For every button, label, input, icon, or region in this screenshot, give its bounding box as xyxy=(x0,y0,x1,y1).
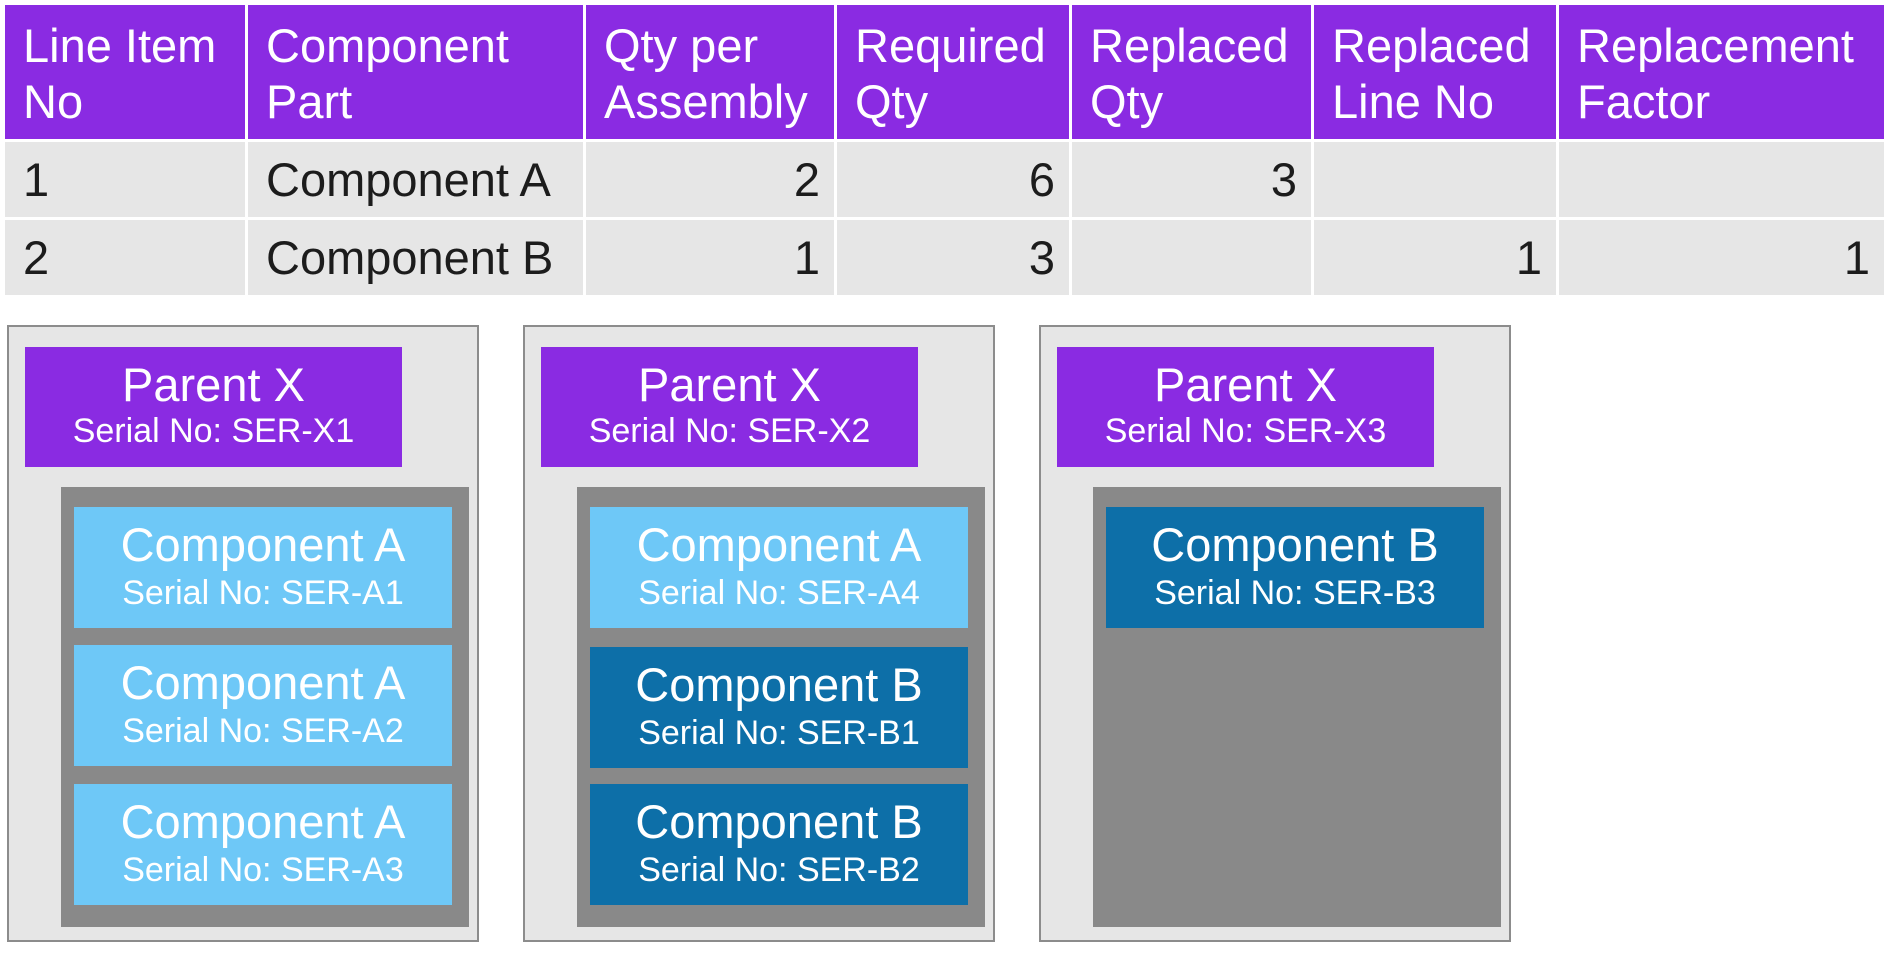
component-name: Component B xyxy=(635,658,923,711)
cell-required-qty: 6 xyxy=(837,142,1072,220)
parent-serial: Serial No: SER-X2 xyxy=(588,412,871,450)
parent-serial: Serial No: SER-X3 xyxy=(1104,412,1387,450)
component-serial: Serial No: SER-B2 xyxy=(638,851,920,889)
cell-required-qty: 3 xyxy=(837,220,1072,298)
component-box-b: Component B Serial No: SER-B3 xyxy=(1106,507,1484,628)
component-name: Component A xyxy=(636,518,922,571)
component-name: Component A xyxy=(120,518,406,571)
component-serial: Serial No: SER-B3 xyxy=(1154,574,1436,612)
cell-component-part: Component B xyxy=(248,220,586,298)
cell-replaced-line-no xyxy=(1314,142,1559,220)
component-serial: Serial No: SER-A1 xyxy=(122,574,404,612)
cell-replacement-factor xyxy=(1559,142,1887,220)
parent-name: Parent X xyxy=(1154,358,1337,411)
component-serial: Serial No: SER-A3 xyxy=(122,851,404,889)
component-box-a: Component A Serial No: SER-A4 xyxy=(590,507,968,628)
cell-qty-per-assembly: 2 xyxy=(586,142,837,220)
cell-replaced-line-no: 1 xyxy=(1314,220,1559,298)
parent-serial: Serial No: SER-X1 xyxy=(72,412,355,450)
component-serial: Serial No: SER-A2 xyxy=(122,712,404,750)
component-box-a: Component A Serial No: SER-A1 xyxy=(74,507,452,628)
parent-panel-2: Parent X Serial No: SER-X2 Component A S… xyxy=(523,325,995,942)
component-container: Component A Serial No: SER-A1 Component … xyxy=(61,487,469,927)
component-box-a: Component A Serial No: SER-A3 xyxy=(74,784,452,905)
cell-component-part: Component A xyxy=(248,142,586,220)
component-container: Component B Serial No: SER-B3 xyxy=(1093,487,1501,927)
cell-line-item-no: 2 xyxy=(5,220,248,298)
cell-qty-per-assembly: 1 xyxy=(586,220,837,298)
table-row: 1 Component A 2 6 3 xyxy=(5,142,1887,220)
parent-box: Parent X Serial No: SER-X3 xyxy=(1057,347,1434,467)
component-box-b: Component B Serial No: SER-B2 xyxy=(590,784,968,905)
cell-line-item-no: 1 xyxy=(5,142,248,220)
cell-replaced-qty: 3 xyxy=(1072,142,1314,220)
cell-replaced-qty xyxy=(1072,220,1314,298)
component-serial: Serial No: SER-A4 xyxy=(638,574,920,612)
component-container: Component A Serial No: SER-A4 Component … xyxy=(577,487,985,927)
component-box-b: Component B Serial No: SER-B1 xyxy=(590,647,968,768)
parent-box: Parent X Serial No: SER-X2 xyxy=(541,347,918,467)
parent-panel-1: Parent X Serial No: SER-X1 Component A S… xyxy=(7,325,479,942)
component-name: Component A xyxy=(120,656,406,709)
component-serial: Serial No: SER-B1 xyxy=(638,714,920,752)
parent-name: Parent X xyxy=(122,358,305,411)
table-row: 2 Component B 1 3 1 1 xyxy=(5,220,1887,298)
parent-panel-3: Parent X Serial No: SER-X3 Component B S… xyxy=(1039,325,1511,942)
parent-name: Parent X xyxy=(638,358,821,411)
cell-replacement-factor: 1 xyxy=(1559,220,1887,298)
component-name: Component B xyxy=(1151,518,1439,571)
component-name: Component A xyxy=(120,795,406,848)
component-name: Component B xyxy=(635,795,923,848)
parent-box: Parent X Serial No: SER-X1 xyxy=(25,347,402,467)
component-box-a: Component A Serial No: SER-A2 xyxy=(74,645,452,766)
